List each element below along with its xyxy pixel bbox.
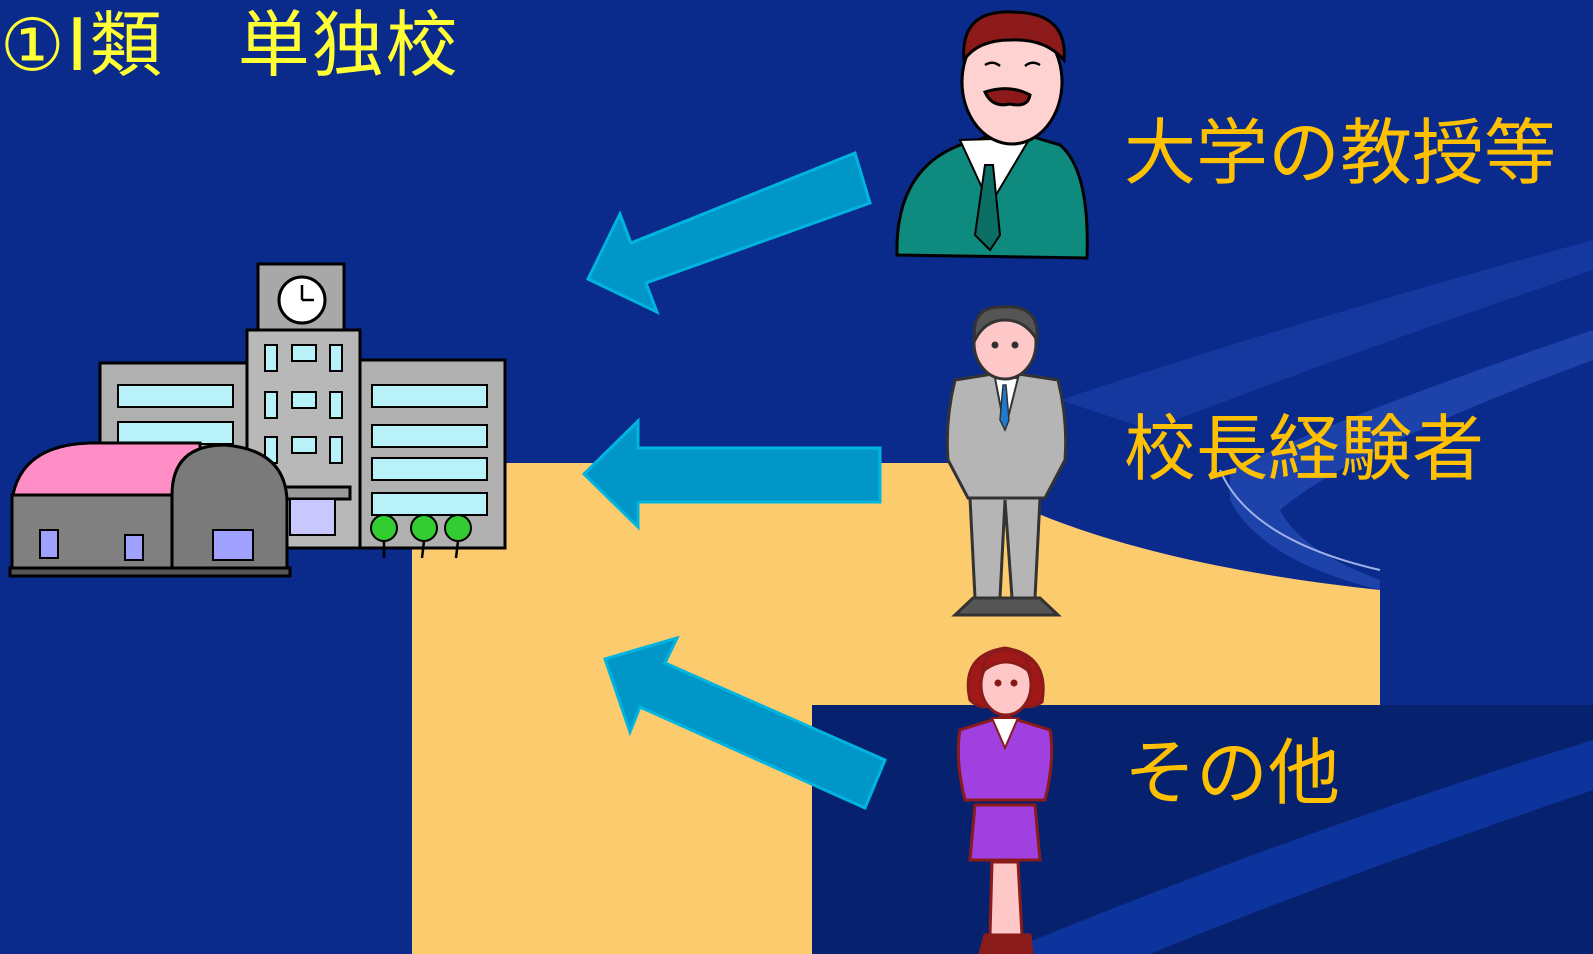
beige-panel — [412, 463, 1380, 954]
arrow-from-other — [603, 635, 887, 810]
label-university-professor: 大学の教授等 — [1124, 111, 1557, 195]
slide-title: ①Ⅰ類 単独校 — [0, 3, 460, 87]
male-professor-icon — [895, 10, 1089, 260]
swoosh-decoration — [1060, 240, 1593, 430]
swoosh-decoration-3 — [1000, 740, 1593, 954]
male-principal-icon — [945, 305, 1068, 617]
arrow-from-principal — [581, 417, 882, 531]
school-building-icon — [8, 262, 507, 578]
female-person-icon — [956, 646, 1054, 954]
arrow-from-professor — [585, 150, 872, 315]
label-former-principal: 校長経験者 — [1124, 407, 1485, 491]
swoosh-line — [1219, 469, 1381, 571]
swoosh-decoration-2 — [1230, 330, 1593, 590]
label-other: その他 — [1124, 731, 1341, 815]
